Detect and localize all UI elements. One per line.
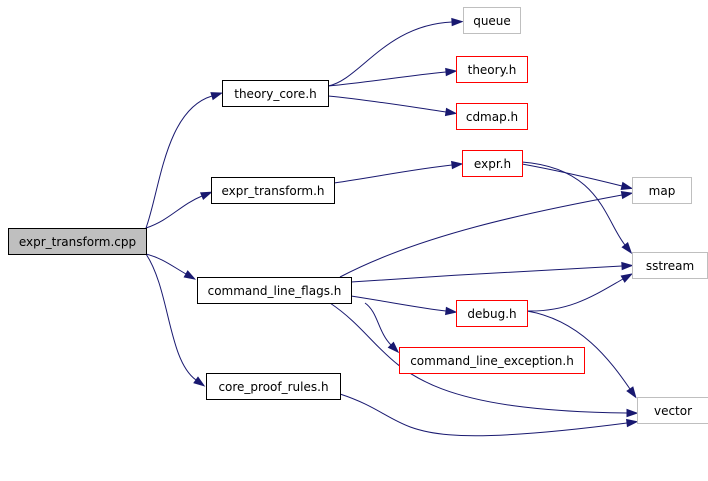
edge-line xyxy=(364,302,392,346)
edges-layer xyxy=(145,17,639,437)
edge-line xyxy=(521,161,626,246)
edge-expr_transform_cpp-to-expr_transform_h xyxy=(145,191,213,229)
edge-line xyxy=(339,194,623,278)
edge-command_line_flags_h-to-command_line_exception_h xyxy=(364,302,400,354)
node-sstream[interactable]: sstream xyxy=(632,252,708,279)
edge-line xyxy=(526,278,624,312)
edge-debug_h-to-sstream xyxy=(526,273,634,312)
node-theory-h[interactable]: theory.h xyxy=(456,56,528,83)
edge-expr_h-to-sstream xyxy=(521,161,633,254)
edge-line xyxy=(327,95,447,113)
node-box xyxy=(637,397,708,424)
edge-command_line_flags_h-to-map xyxy=(339,190,634,278)
arrowhead-icon xyxy=(183,270,197,280)
arrowhead-icon xyxy=(626,418,639,428)
node-queue[interactable]: queue xyxy=(463,7,521,34)
arrowhead-icon xyxy=(620,190,634,200)
edge-line xyxy=(145,253,197,381)
arrowhead-icon xyxy=(620,181,634,190)
node-box xyxy=(8,228,147,255)
arrowhead-icon xyxy=(626,386,637,399)
edge-expr_h-to-map xyxy=(521,163,634,190)
edge-command_line_flags_h-to-debug_h xyxy=(350,295,458,316)
node-label: map xyxy=(649,184,676,198)
node-expr-transform-cpp[interactable]: expr_transform.cpp xyxy=(8,228,147,255)
node-command-line-exception-h[interactable]: command_line_exception.h xyxy=(399,347,585,374)
arrowhead-icon xyxy=(626,408,639,418)
edge-line xyxy=(327,21,453,87)
node-expr-h[interactable]: expr.h xyxy=(462,150,523,177)
edge-core_proof_rules_h-to-vector xyxy=(339,393,639,437)
node-box xyxy=(197,277,352,304)
node-label: expr_transform.cpp xyxy=(19,235,136,249)
node-label: cdmap.h xyxy=(466,110,518,124)
edge-theory_core_h-to-cdmap_h xyxy=(327,95,458,117)
node-box xyxy=(211,177,335,204)
arrowhead-icon xyxy=(451,160,464,170)
edge-line xyxy=(526,310,631,390)
edge-line xyxy=(145,95,213,229)
edge-line xyxy=(339,393,628,437)
node-command-line-flags-h[interactable]: command_line_flags.h xyxy=(197,277,352,304)
node-cdmap-h[interactable]: cdmap.h xyxy=(456,103,528,130)
node-box xyxy=(206,373,341,400)
node-debug-h[interactable]: debug.h xyxy=(456,300,528,327)
edge-command_line_flags_h-to-vector xyxy=(329,302,639,418)
node-label: expr.h xyxy=(474,157,511,171)
node-label: queue xyxy=(473,14,511,28)
node-label: theory.h xyxy=(468,63,517,77)
arrowhead-icon xyxy=(445,67,458,77)
node-label: theory_core.h xyxy=(234,87,316,101)
arrowhead-icon xyxy=(193,376,206,387)
node-box xyxy=(456,56,528,83)
edge-expr_transform_cpp-to-command_line_flags_h xyxy=(145,253,197,280)
node-label: core_proof_rules.h xyxy=(218,380,328,394)
node-map[interactable]: map xyxy=(632,177,692,204)
node-box xyxy=(632,177,692,204)
edge-line xyxy=(350,265,623,283)
node-vector[interactable]: vector xyxy=(637,397,708,424)
node-box xyxy=(222,80,329,107)
edge-line xyxy=(145,253,187,275)
node-label: sstream xyxy=(646,259,694,273)
node-box xyxy=(456,103,528,130)
edge-theory_core_h-to-queue xyxy=(327,17,464,87)
node-theory-core-h[interactable]: theory_core.h xyxy=(222,80,329,107)
nodes-layer: expr_transform.cpp theory_core.h expr_tran… xyxy=(8,7,708,424)
node-label: vector xyxy=(654,404,692,418)
node-label: debug.h xyxy=(467,307,516,321)
edge-expr_transform_h-to-expr_h xyxy=(333,160,464,184)
arrowhead-icon xyxy=(445,306,458,316)
node-label: expr_transform.h xyxy=(221,184,324,198)
edge-line xyxy=(333,164,453,184)
arrowhead-icon xyxy=(621,261,634,271)
arrowhead-icon xyxy=(210,92,224,101)
arrowhead-icon xyxy=(620,273,634,283)
arrowhead-icon xyxy=(451,17,464,27)
edge-line xyxy=(145,195,203,229)
edge-line xyxy=(329,302,628,414)
edge-line xyxy=(327,71,447,87)
node-box xyxy=(399,347,585,374)
node-label: command_line_flags.h xyxy=(208,284,342,298)
node-box xyxy=(462,150,523,177)
edge-debug_h-to-vector xyxy=(526,310,637,399)
arrowhead-icon xyxy=(387,341,400,354)
node-box xyxy=(456,300,528,327)
edge-expr_transform_cpp-to-theory_core_h xyxy=(145,92,224,229)
edge-line xyxy=(350,295,447,312)
edge-line xyxy=(521,163,623,187)
edge-command_line_flags_h-to-sstream xyxy=(350,261,634,283)
node-label: command_line_exception.h xyxy=(410,354,574,368)
edge-theory_core_h-to-theory_h xyxy=(327,67,458,87)
node-expr-transform-h[interactable]: expr_transform.h xyxy=(211,177,335,204)
node-core-proof-rules-h[interactable]: core_proof_rules.h xyxy=(206,373,341,400)
arrowhead-icon xyxy=(199,191,213,201)
node-box xyxy=(463,7,521,34)
arrowhead-icon xyxy=(444,107,458,117)
arrowhead-icon xyxy=(621,241,633,254)
edge-expr_transform_cpp-to-core_proof_rules_h xyxy=(145,253,206,387)
